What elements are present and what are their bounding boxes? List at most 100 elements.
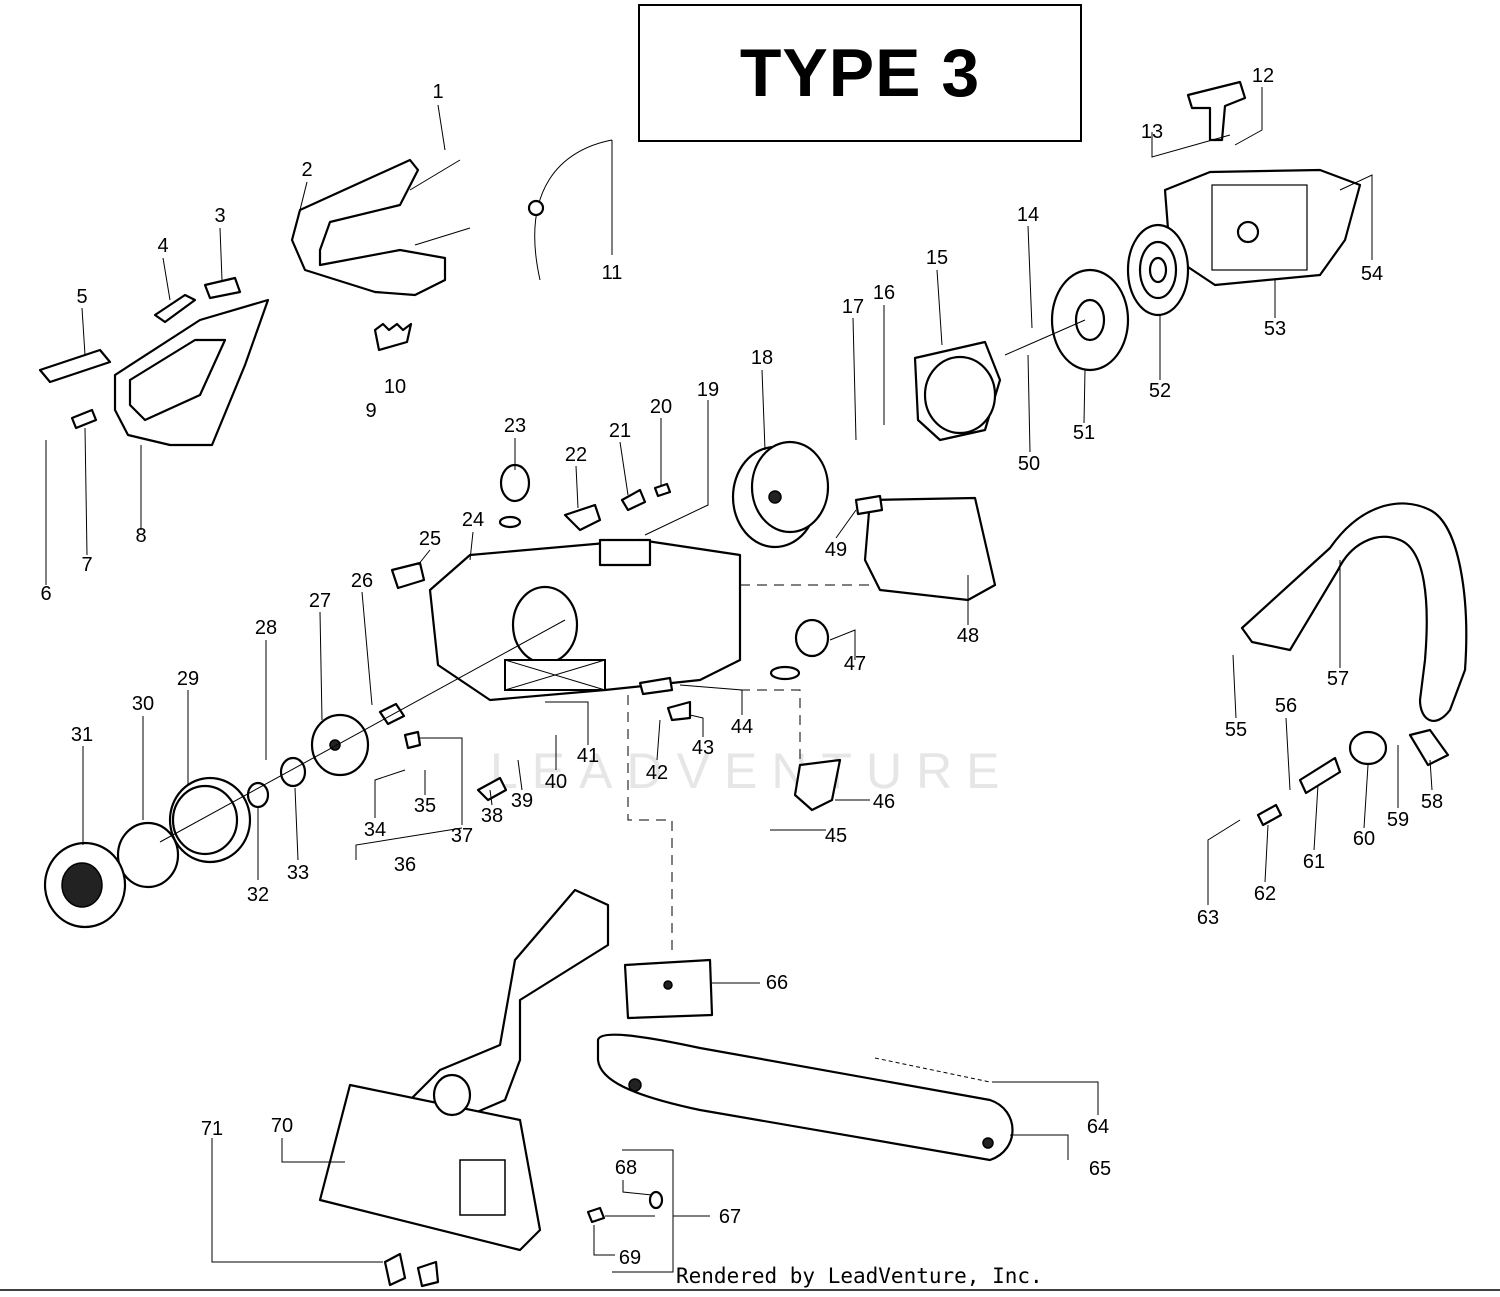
bracket-43-part xyxy=(666,700,692,722)
scabbard-part xyxy=(318,888,610,1252)
part-number-label: 51 xyxy=(1073,422,1095,444)
part-number-label: 52 xyxy=(1149,380,1171,402)
watermark: LEADVENTURE xyxy=(490,743,1014,799)
part-number-label: 44 xyxy=(731,716,753,738)
bracket-5-part xyxy=(38,348,112,384)
part-number-label: 70 xyxy=(271,1115,293,1137)
part-number-label: 58 xyxy=(1421,791,1443,813)
part-number-label: 62 xyxy=(1254,883,1276,905)
part-number-label: 3 xyxy=(214,205,225,227)
spring-7-part xyxy=(70,408,98,430)
part-number-label: 67 xyxy=(719,1206,741,1228)
washer-30-part xyxy=(116,821,180,889)
cylinder-cover-part xyxy=(863,496,997,602)
rear-handle-part xyxy=(1240,502,1468,722)
switch-part xyxy=(390,561,426,590)
clutch-drum-part xyxy=(168,776,252,864)
part-number-label: 26 xyxy=(351,570,373,592)
throttle-cable-part xyxy=(534,139,613,281)
oil-cap-part xyxy=(769,618,830,681)
part-number-label: 66 xyxy=(766,972,788,994)
part-number-label: 16 xyxy=(873,282,895,304)
spring-part xyxy=(373,322,413,352)
part-number-label: 49 xyxy=(825,539,847,561)
bracket-3-part xyxy=(203,276,242,300)
plate-46-part xyxy=(793,758,842,812)
part-number-label: 23 xyxy=(504,415,526,437)
part-number-label: 61 xyxy=(1303,851,1325,873)
page-title: TYPE 3 xyxy=(739,35,981,111)
part-number-label: 53 xyxy=(1264,318,1286,340)
part-number-label: 2 xyxy=(301,159,312,181)
part-number-label: 29 xyxy=(177,668,199,690)
part-number-label: 55 xyxy=(1225,719,1247,741)
starter-handle-part xyxy=(1186,80,1247,142)
part-number-label: 21 xyxy=(609,420,631,442)
spring-62-part xyxy=(1256,803,1283,827)
part-number-label: 69 xyxy=(619,1247,641,1269)
part-number-label: 45 xyxy=(825,825,847,847)
part-number-label: 57 xyxy=(1327,668,1349,690)
part-number-label: 35 xyxy=(414,795,436,817)
part-number-label: 18 xyxy=(751,347,773,369)
part-number-label: 33 xyxy=(287,862,309,884)
sleeve-61-part xyxy=(1298,756,1342,795)
part-number-label: 5 xyxy=(76,286,87,308)
guide-bar-part xyxy=(596,1033,1014,1162)
part-number-label: 9 xyxy=(365,400,376,422)
part-number-label: 56 xyxy=(1275,695,1297,717)
part-number-label: 37 xyxy=(451,825,473,847)
part-number-label: 25 xyxy=(419,528,441,550)
flywheel-part xyxy=(731,440,830,549)
part-number-label: 22 xyxy=(565,444,587,466)
part-number-label: 71 xyxy=(201,1118,223,1140)
part-number-label: 12 xyxy=(1252,65,1274,87)
clip-68-part xyxy=(648,1190,664,1210)
part-number-label: 10 xyxy=(384,376,406,398)
pulley-part xyxy=(1050,268,1130,372)
part-number-label: 39 xyxy=(511,790,533,812)
recoil-spring-part xyxy=(1126,223,1190,317)
part-number-label: 47 xyxy=(844,653,866,675)
part-number-label: 13 xyxy=(1141,121,1163,143)
part-number-label: 24 xyxy=(462,509,484,531)
bar-plate-part xyxy=(623,958,714,1020)
part-number-label: 14 xyxy=(1017,204,1039,226)
leader-lines xyxy=(45,87,1433,1273)
clutch-cover-part xyxy=(310,713,370,777)
part-number-label: 46 xyxy=(873,791,895,813)
pad-44-part xyxy=(638,676,674,696)
part-number-label: 15 xyxy=(926,247,948,269)
primer-knob-part xyxy=(498,463,531,529)
sprocket-part xyxy=(43,841,127,929)
part-number-label: 65 xyxy=(1089,1158,1111,1180)
part-number-labels: 1234567891011121314151617181920212223242… xyxy=(40,65,1443,1269)
washer-33-part xyxy=(279,756,307,788)
part-number-label: 41 xyxy=(577,745,599,767)
part-number-label: 63 xyxy=(1197,907,1219,929)
part-number-label: 38 xyxy=(481,805,503,827)
part-number-label: 60 xyxy=(1353,828,1375,850)
starter-housing-part xyxy=(1163,168,1362,287)
pin-69-part xyxy=(586,1206,606,1224)
hand-guard-part xyxy=(113,298,270,447)
part-number-label: 34 xyxy=(364,819,386,841)
part-number-label: 11 xyxy=(602,262,623,284)
part-number-label: 54 xyxy=(1361,263,1383,285)
part-number-label: 64 xyxy=(1087,1116,1109,1138)
plate-58-part xyxy=(1408,728,1450,767)
knob-71-part xyxy=(383,1252,440,1288)
footer-credit: Rendered by LeadVenture, Inc. xyxy=(676,1264,1043,1288)
part-number-label: 1 xyxy=(432,81,443,103)
front-handle-part xyxy=(290,158,471,297)
part-number-label: 4 xyxy=(157,235,168,257)
part-number-label: 19 xyxy=(697,379,719,401)
part-number-label: 31 xyxy=(71,724,93,746)
spring-20-part xyxy=(653,482,672,498)
bracket-4-part xyxy=(153,293,197,324)
part-number-label: 20 xyxy=(650,396,672,418)
needle-bearing-part xyxy=(246,781,270,809)
part-number-label: 28 xyxy=(255,617,277,639)
type-title-box: TYPE 3 xyxy=(638,4,1082,142)
